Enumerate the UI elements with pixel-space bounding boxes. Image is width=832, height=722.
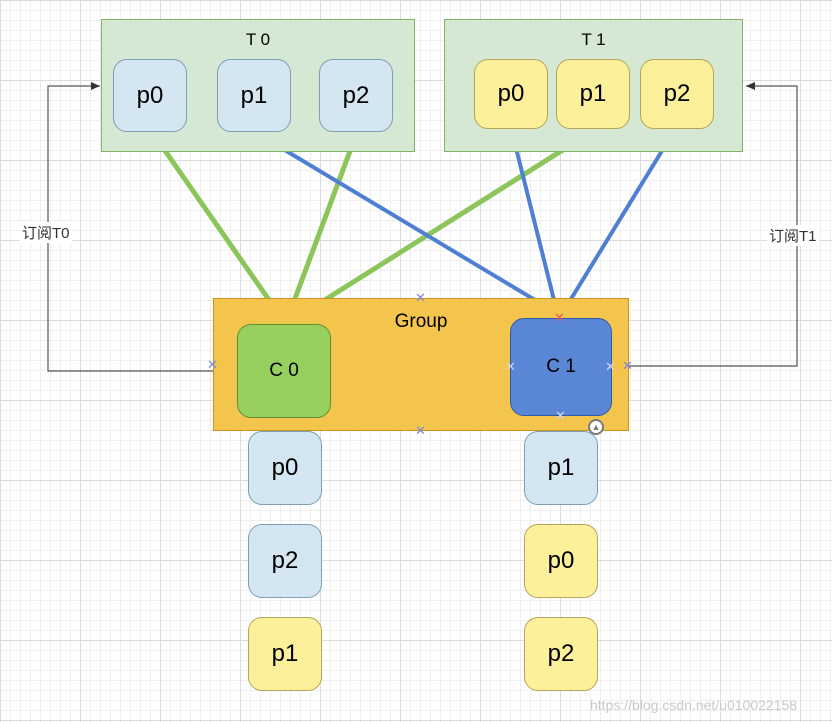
x-mark-icon[interactable]: ✕	[415, 290, 426, 305]
x-mark-icon[interactable]: ✕	[505, 359, 516, 374]
c0-assigned-p2[interactable]: p2	[248, 524, 322, 598]
x-mark-icon[interactable]: ✕	[207, 357, 218, 372]
t0-partition-p2[interactable]: p2	[319, 59, 393, 132]
topic-t0-title: T 0	[245, 30, 271, 49]
arrow-t0-p1-to-c1[interactable]	[256, 132, 557, 314]
consumer-c0[interactable]: C 0	[237, 324, 331, 418]
t1-partition-p0[interactable]: p0	[474, 59, 548, 129]
x-mark-icon[interactable]: ✕	[555, 408, 566, 423]
t1-partition-p1[interactable]: p1	[556, 59, 630, 129]
group-title: Group	[394, 311, 448, 332]
x-mark-icon[interactable]: ✕	[605, 359, 616, 374]
topic-t1-title: T 1	[581, 30, 606, 49]
arrow-t1-p2-to-c1[interactable]	[561, 126, 678, 314]
watermark: https://blog.csdn.net/u010022158	[590, 697, 798, 713]
x-mark-icon[interactable]: ✕	[554, 310, 565, 325]
rotate-handle-icon[interactable]: ▲	[588, 419, 604, 435]
c0-assigned-p1[interactable]: p1	[248, 617, 322, 691]
subscribe-t1-label: 订阅T1	[767, 225, 819, 246]
c0-assigned-p0[interactable]: p0	[248, 431, 322, 505]
t0-partition-p0[interactable]: p0	[113, 59, 187, 132]
arrow-t0-p0-to-c0[interactable]	[149, 130, 286, 322]
subscribe-t0-label: 订阅T0	[20, 222, 72, 243]
arrow-t1-p0-to-c1[interactable]	[510, 131, 560, 314]
x-mark-icon[interactable]: ✕	[622, 358, 633, 373]
c1-assigned-p2[interactable]: p2	[524, 617, 598, 691]
t1-partition-p2[interactable]: p2	[640, 59, 714, 129]
x-mark-icon[interactable]: ✕	[415, 423, 426, 438]
arrow-t1-p1-to-c0[interactable]	[291, 121, 606, 323]
c1-assigned-p1[interactable]: p1	[524, 431, 598, 505]
arrow-t0-p2-to-c0[interactable]	[284, 134, 359, 322]
consumer-c1[interactable]: C 1	[510, 318, 612, 416]
t0-partition-p1[interactable]: p1	[217, 59, 291, 132]
c1-assigned-p0[interactable]: p0	[524, 524, 598, 598]
